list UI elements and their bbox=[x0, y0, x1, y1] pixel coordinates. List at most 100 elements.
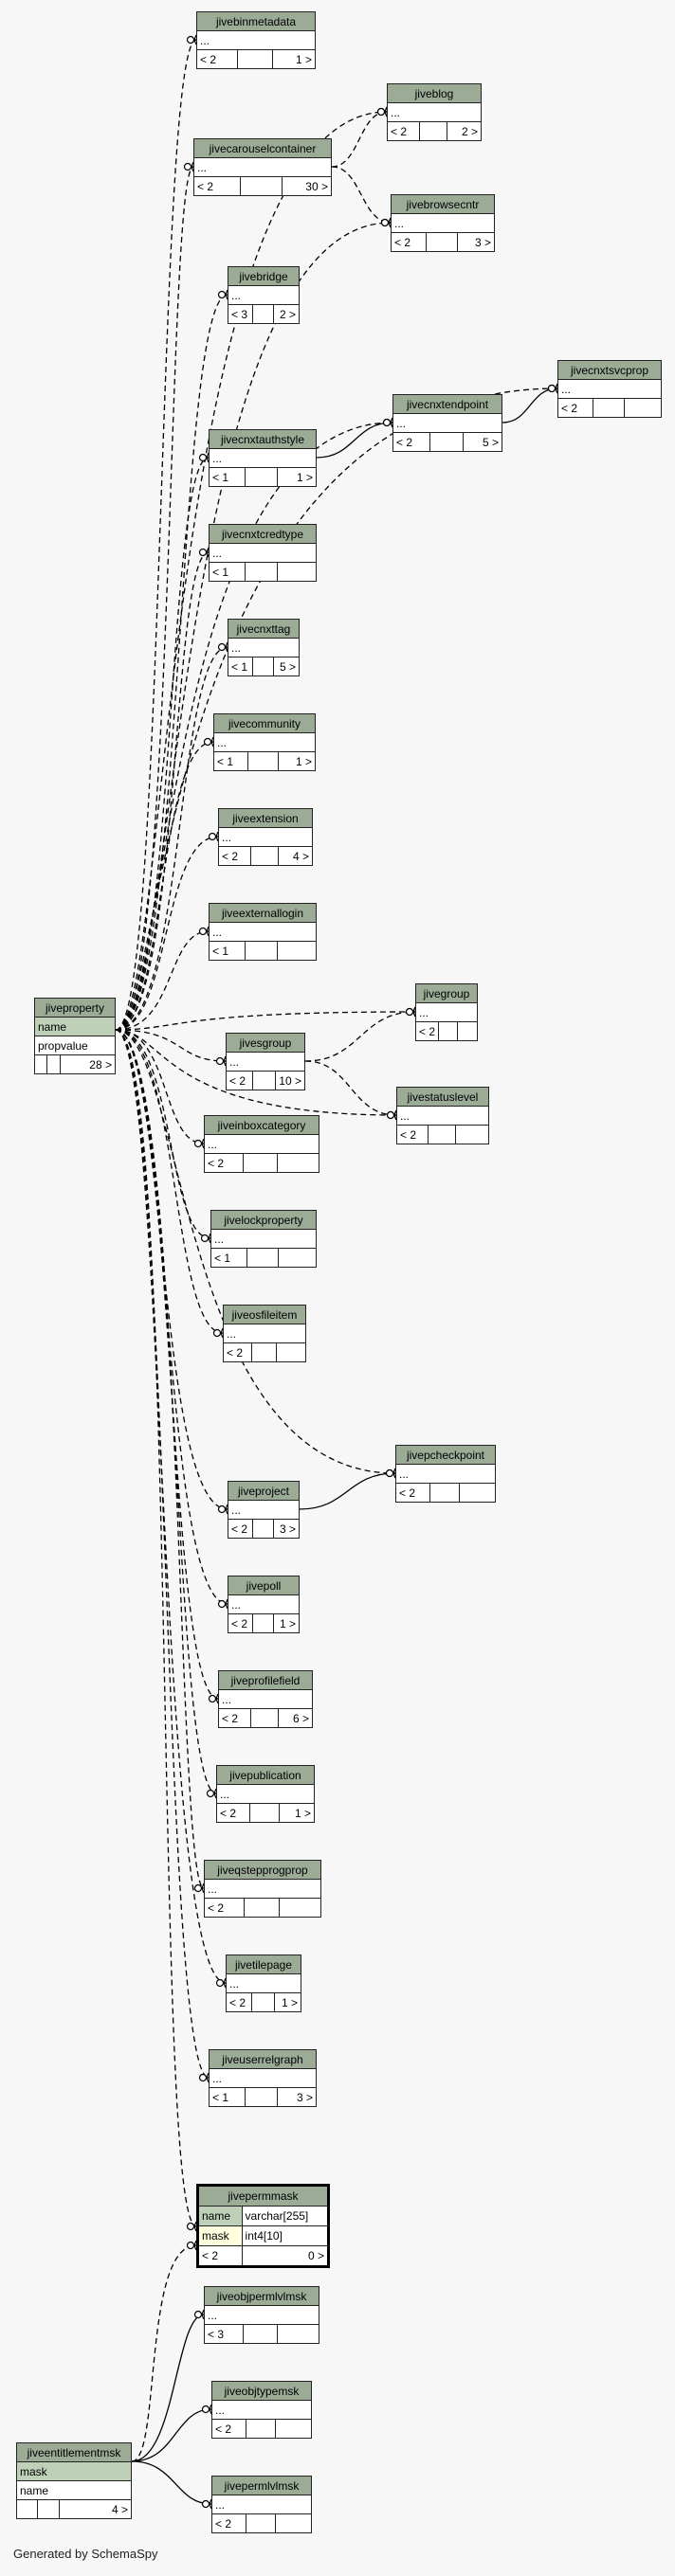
table-jiveexternallogin[interactable]: jiveexternallogin...< 1 bbox=[208, 903, 317, 961]
edge-jiveproperty-24 bbox=[115, 1029, 205, 1889]
table-jivepermlvlmsk[interactable]: jivepermlvlmsk...< 2 bbox=[211, 2476, 312, 2533]
edge-endpoint-marker bbox=[203, 737, 212, 747]
table-jiveentitlementmsk[interactable]: jiveentitlementmsk mask name 4 > bbox=[15, 2442, 133, 2519]
column-propvalue: propvalue bbox=[34, 1036, 116, 1055]
edge-jiveproperty-18 bbox=[115, 1029, 224, 1334]
column-name: name bbox=[197, 2206, 243, 2226]
parents-count: < 3 bbox=[228, 304, 253, 324]
column-row: ... bbox=[228, 1594, 300, 1614]
children-count: 1 > bbox=[273, 1613, 300, 1633]
edge-endpoint-marker bbox=[201, 2499, 210, 2509]
table-jiveproperty[interactable]: jiveproperty name propvalue 28 > bbox=[33, 998, 117, 1074]
table-jivelockproperty[interactable]: jivelockproperty...< 1 bbox=[210, 1210, 317, 1268]
table-name: jiveosfileitem bbox=[223, 1305, 306, 1324]
edge-endpoint-marker bbox=[405, 1007, 414, 1017]
column-mask: mask bbox=[16, 2461, 132, 2481]
edge-cross bbox=[331, 166, 392, 224]
edge-jiveproperty-17 bbox=[115, 1029, 211, 1239]
column-row: ... bbox=[391, 213, 495, 233]
edge-jiveproperty-25 bbox=[115, 1029, 227, 1984]
edge-endpoint-marker bbox=[376, 107, 386, 117]
column-row: ... bbox=[196, 30, 316, 50]
parents-count: < 2 bbox=[211, 2419, 246, 2439]
parents-count: < 2 bbox=[196, 49, 238, 69]
children-count bbox=[455, 1125, 489, 1144]
column-row: ... bbox=[211, 2400, 312, 2420]
edge-endpoint-marker bbox=[198, 927, 208, 936]
table-name: jiveprofilefield bbox=[218, 1670, 313, 1690]
parents-count: < 1 bbox=[210, 1248, 247, 1268]
column-row: ... bbox=[209, 922, 317, 942]
edge-jiveproperty-16 bbox=[115, 1029, 205, 1144]
children-count bbox=[277, 562, 317, 582]
children-count: 10 > bbox=[275, 1071, 305, 1090]
table-jivestatuslevel[interactable]: jivestatuslevel...< 2 bbox=[396, 1087, 489, 1144]
children-count: 28 > bbox=[59, 1054, 117, 1074]
parents-count: < 2 bbox=[390, 232, 428, 252]
children-count: 1 > bbox=[272, 49, 316, 69]
column-row: ... bbox=[228, 1500, 300, 1520]
edge-endpoint-marker bbox=[198, 548, 208, 557]
parents-count: < 2 bbox=[218, 1708, 251, 1728]
edge-endpoint-marker bbox=[217, 642, 227, 652]
table-name: jivecnxtauthstyle bbox=[209, 429, 317, 449]
table-jiveobjpermlvlmsk[interactable]: jiveobjpermlvlmsk...< 3 bbox=[203, 2286, 319, 2344]
parents-count: < 1 bbox=[208, 2087, 246, 2107]
table-name: jiveqstepprogprop bbox=[204, 1860, 321, 1880]
edge-endpoint-marker bbox=[200, 1234, 210, 1243]
parents-count: < 2 bbox=[228, 1613, 253, 1633]
children-count: 1 > bbox=[277, 467, 317, 487]
edge-endpoint-marker bbox=[382, 418, 392, 427]
table-jivepoll[interactable]: jivepoll...< 2 1 > bbox=[228, 1576, 300, 1633]
edge-endpoint-marker bbox=[215, 1056, 225, 1066]
table-jiveosfileitem[interactable]: jiveosfileitem...< 2 bbox=[223, 1305, 307, 1362]
column-row: ... bbox=[226, 1973, 301, 1993]
column-row: ... bbox=[226, 1052, 305, 1072]
table-jivecnxtcredtype[interactable]: jivecnxtcredtype...< 1 bbox=[208, 524, 317, 582]
column-row: ... bbox=[228, 285, 300, 305]
table-name: jivecnxtendpoint bbox=[392, 394, 502, 414]
edge-endpoint-marker bbox=[186, 2241, 195, 2250]
children-count: 3 > bbox=[456, 232, 496, 252]
footer-credit: Generated by SchemaSpy bbox=[13, 2547, 158, 2561]
edge-endpoint-marker bbox=[217, 290, 227, 299]
table-jivepcheckpoint[interactable]: jivepcheckpoint...< 2 bbox=[395, 1445, 496, 1503]
table-jivecnxtsvcprop[interactable]: jivecnxtsvcprop...< 2 bbox=[556, 360, 663, 418]
column-row: ... bbox=[204, 1879, 321, 1899]
table-name: jiveexternallogin bbox=[209, 903, 317, 923]
edge-endpoint-marker bbox=[217, 1599, 227, 1609]
table-jiveobjtypemsk[interactable]: jiveobjtypemsk...< 2 bbox=[211, 2381, 312, 2439]
parents-count: < 1 bbox=[208, 562, 246, 582]
table-name: jivepcheckpoint bbox=[395, 1445, 496, 1465]
edge-jiveentitlementmsk-27 bbox=[131, 2314, 205, 2462]
parents-count: < 3 bbox=[203, 2324, 245, 2344]
column-row: ... bbox=[557, 379, 662, 399]
column-row: ... bbox=[392, 413, 502, 433]
table-jiveqstepprogprop[interactable]: jiveqstepprogprop...< 2 bbox=[204, 1860, 322, 1918]
table-name: jivecommunity bbox=[213, 713, 316, 733]
children-count bbox=[277, 2324, 319, 2344]
children-count bbox=[275, 2419, 312, 2439]
parents-count: < 2 bbox=[387, 121, 420, 141]
edge-endpoint-marker bbox=[208, 1694, 217, 1703]
table-jivegroup[interactable]: jivegroup...< 2 bbox=[414, 983, 479, 1041]
table-name: jivepoll bbox=[228, 1576, 300, 1595]
table-jiveinboxcategory[interactable]: jiveinboxcategory...< 2 bbox=[203, 1115, 319, 1173]
